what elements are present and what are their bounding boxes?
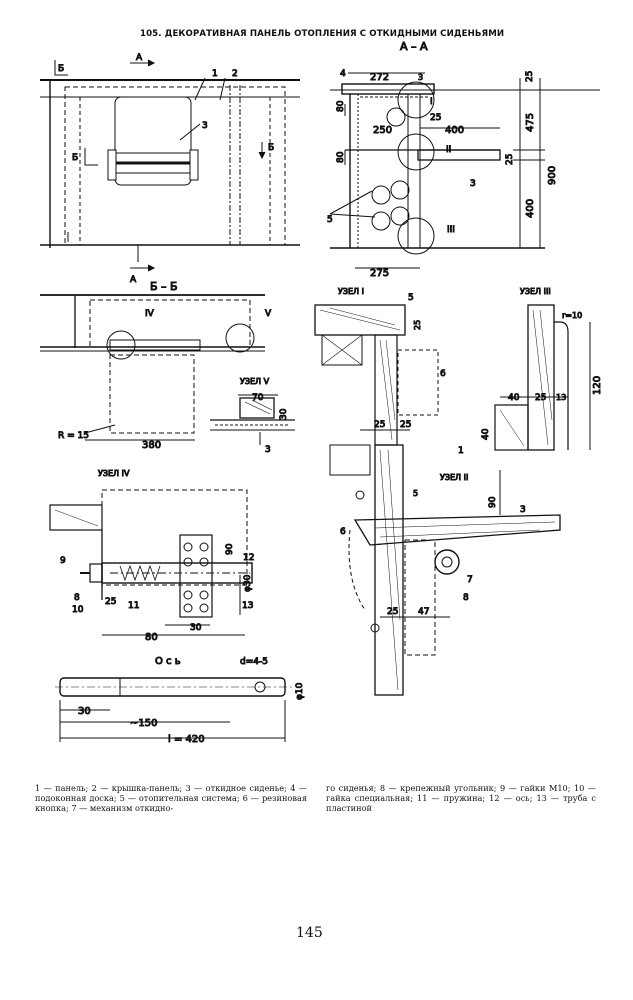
node-5-label: УЗЕЛ V: [240, 377, 270, 386]
pos-3-aa-top: 3: [418, 73, 423, 82]
dim-80-top: 80: [336, 100, 346, 112]
dim-5-n1: 5: [408, 293, 414, 303]
mark-b-left: Б: [72, 153, 78, 163]
pos-8-n4: 8: [74, 593, 80, 603]
dim-80-n4: 80: [145, 632, 158, 643]
pos-3-aa: 3: [470, 179, 476, 189]
node-4-label: УЗЕЛ IV: [98, 469, 130, 478]
dim-120: 120: [592, 376, 603, 395]
dim-5-n2: 5: [413, 489, 418, 498]
pos-9: 9: [60, 556, 66, 566]
page-number: 145: [296, 925, 323, 941]
node-4-detail: [49, 489, 253, 636]
node-3-label: УЗЕЛ III: [520, 287, 551, 296]
dim-25-n3: 25: [535, 393, 546, 403]
dim-30-axis: 30: [78, 706, 91, 717]
roman-v-bb: V: [265, 309, 272, 319]
mark-b-right: Б: [268, 143, 274, 153]
dim-25-top: 25: [525, 71, 535, 82]
dim-272: 272: [370, 72, 389, 83]
roman-i-aa: I: [430, 97, 433, 107]
section-bb: [40, 294, 265, 441]
dim-400-v: 400: [525, 199, 536, 218]
node-2-detail: [329, 444, 561, 696]
node-2-label: УЗЕЛ II: [440, 473, 468, 482]
dim-25-mid: 25: [505, 154, 515, 165]
node-1-label: УЗЕЛ I: [338, 287, 364, 296]
dim-80-mid: 80: [336, 151, 346, 163]
dim-70: 70: [252, 393, 264, 403]
dim-900: 900: [547, 166, 558, 185]
dim-25-n1-a: 25: [374, 420, 385, 430]
axis-detail: [55, 677, 295, 742]
caption-left: 1 — панель; 2 — крышка-панель; 3 — откид…: [35, 783, 307, 813]
node-3-detail: [494, 304, 591, 451]
pos-1-front: 1: [212, 69, 218, 79]
dim-275: 275: [370, 268, 389, 279]
pos-5-aa: 5: [327, 215, 333, 225]
dim-phi10: φ10: [295, 682, 305, 700]
dim-d45: d=4-5: [240, 657, 268, 667]
pos-3-n2: 3: [520, 505, 526, 515]
pos-3-front: 3: [202, 121, 208, 131]
axis-label: О с ь: [155, 656, 181, 667]
dim-25-n4: 25: [105, 597, 116, 607]
dim-25-n2: 25: [387, 607, 398, 617]
dim-475: 475: [525, 113, 536, 132]
dim-25-aa: 25: [430, 113, 441, 123]
pos-1-n2: 1: [458, 446, 464, 456]
dim-r10: r=10: [562, 311, 582, 320]
front-view: [40, 59, 300, 272]
dim-l420: l = 420: [168, 734, 205, 745]
dim-47: 47: [418, 607, 429, 617]
pos-4-aa: 4: [340, 69, 346, 79]
pos-2-front: 2: [232, 69, 238, 79]
roman-ii-aa: II: [446, 145, 451, 155]
pos-6-n1: 6: [440, 369, 446, 379]
section-bb-label: Б – Б: [150, 280, 178, 293]
dim-3: 3: [265, 445, 271, 455]
section-aa: [329, 72, 600, 269]
dim-13: 13: [556, 393, 566, 402]
dim-phi30: φ30: [243, 574, 253, 592]
node-5-detail: [210, 394, 295, 445]
dim-25-n1: 25: [413, 320, 422, 330]
roman-iv-bb: IV: [145, 309, 155, 319]
dim-400-h: 400: [445, 125, 464, 136]
dim-150: ~150: [130, 718, 157, 729]
dim-90-n4: 90: [225, 543, 235, 555]
pos-12: 12: [243, 553, 254, 563]
pos-10: 10: [72, 605, 84, 615]
pos-7-n2: 7: [467, 575, 473, 585]
dim-30-n4: 30: [190, 623, 202, 633]
pos-8-n2: 8: [463, 593, 469, 603]
dim-380: 380: [142, 440, 161, 451]
pos-6-n2: 6: [340, 527, 346, 537]
caption-right: го сиденья; 8 — крепежный угольник; 9 — …: [326, 783, 596, 813]
dim-30-v: 30: [279, 408, 289, 420]
roman-iii-aa: III: [447, 225, 455, 235]
dim-90-n2: 90: [488, 496, 498, 508]
dim-40-v: 40: [481, 428, 491, 440]
mark-b-top: Б: [58, 64, 64, 74]
section-aa-label: А – А: [400, 40, 428, 53]
mark-a-bottom: А: [130, 275, 137, 285]
dim-40-h: 40: [508, 393, 520, 403]
dim-250: 250: [373, 125, 392, 136]
dim-25-n1-b: 25: [400, 420, 411, 430]
dim-r15: R = 15: [58, 431, 89, 441]
pos-13: 13: [242, 601, 253, 611]
pos-11: 11: [128, 601, 139, 611]
page-title: 105. ДЕКОРАТИВНАЯ ПАНЕЛЬ ОТОПЛЕНИЯ С ОТК…: [140, 29, 505, 39]
mark-a-top: А: [136, 53, 143, 63]
